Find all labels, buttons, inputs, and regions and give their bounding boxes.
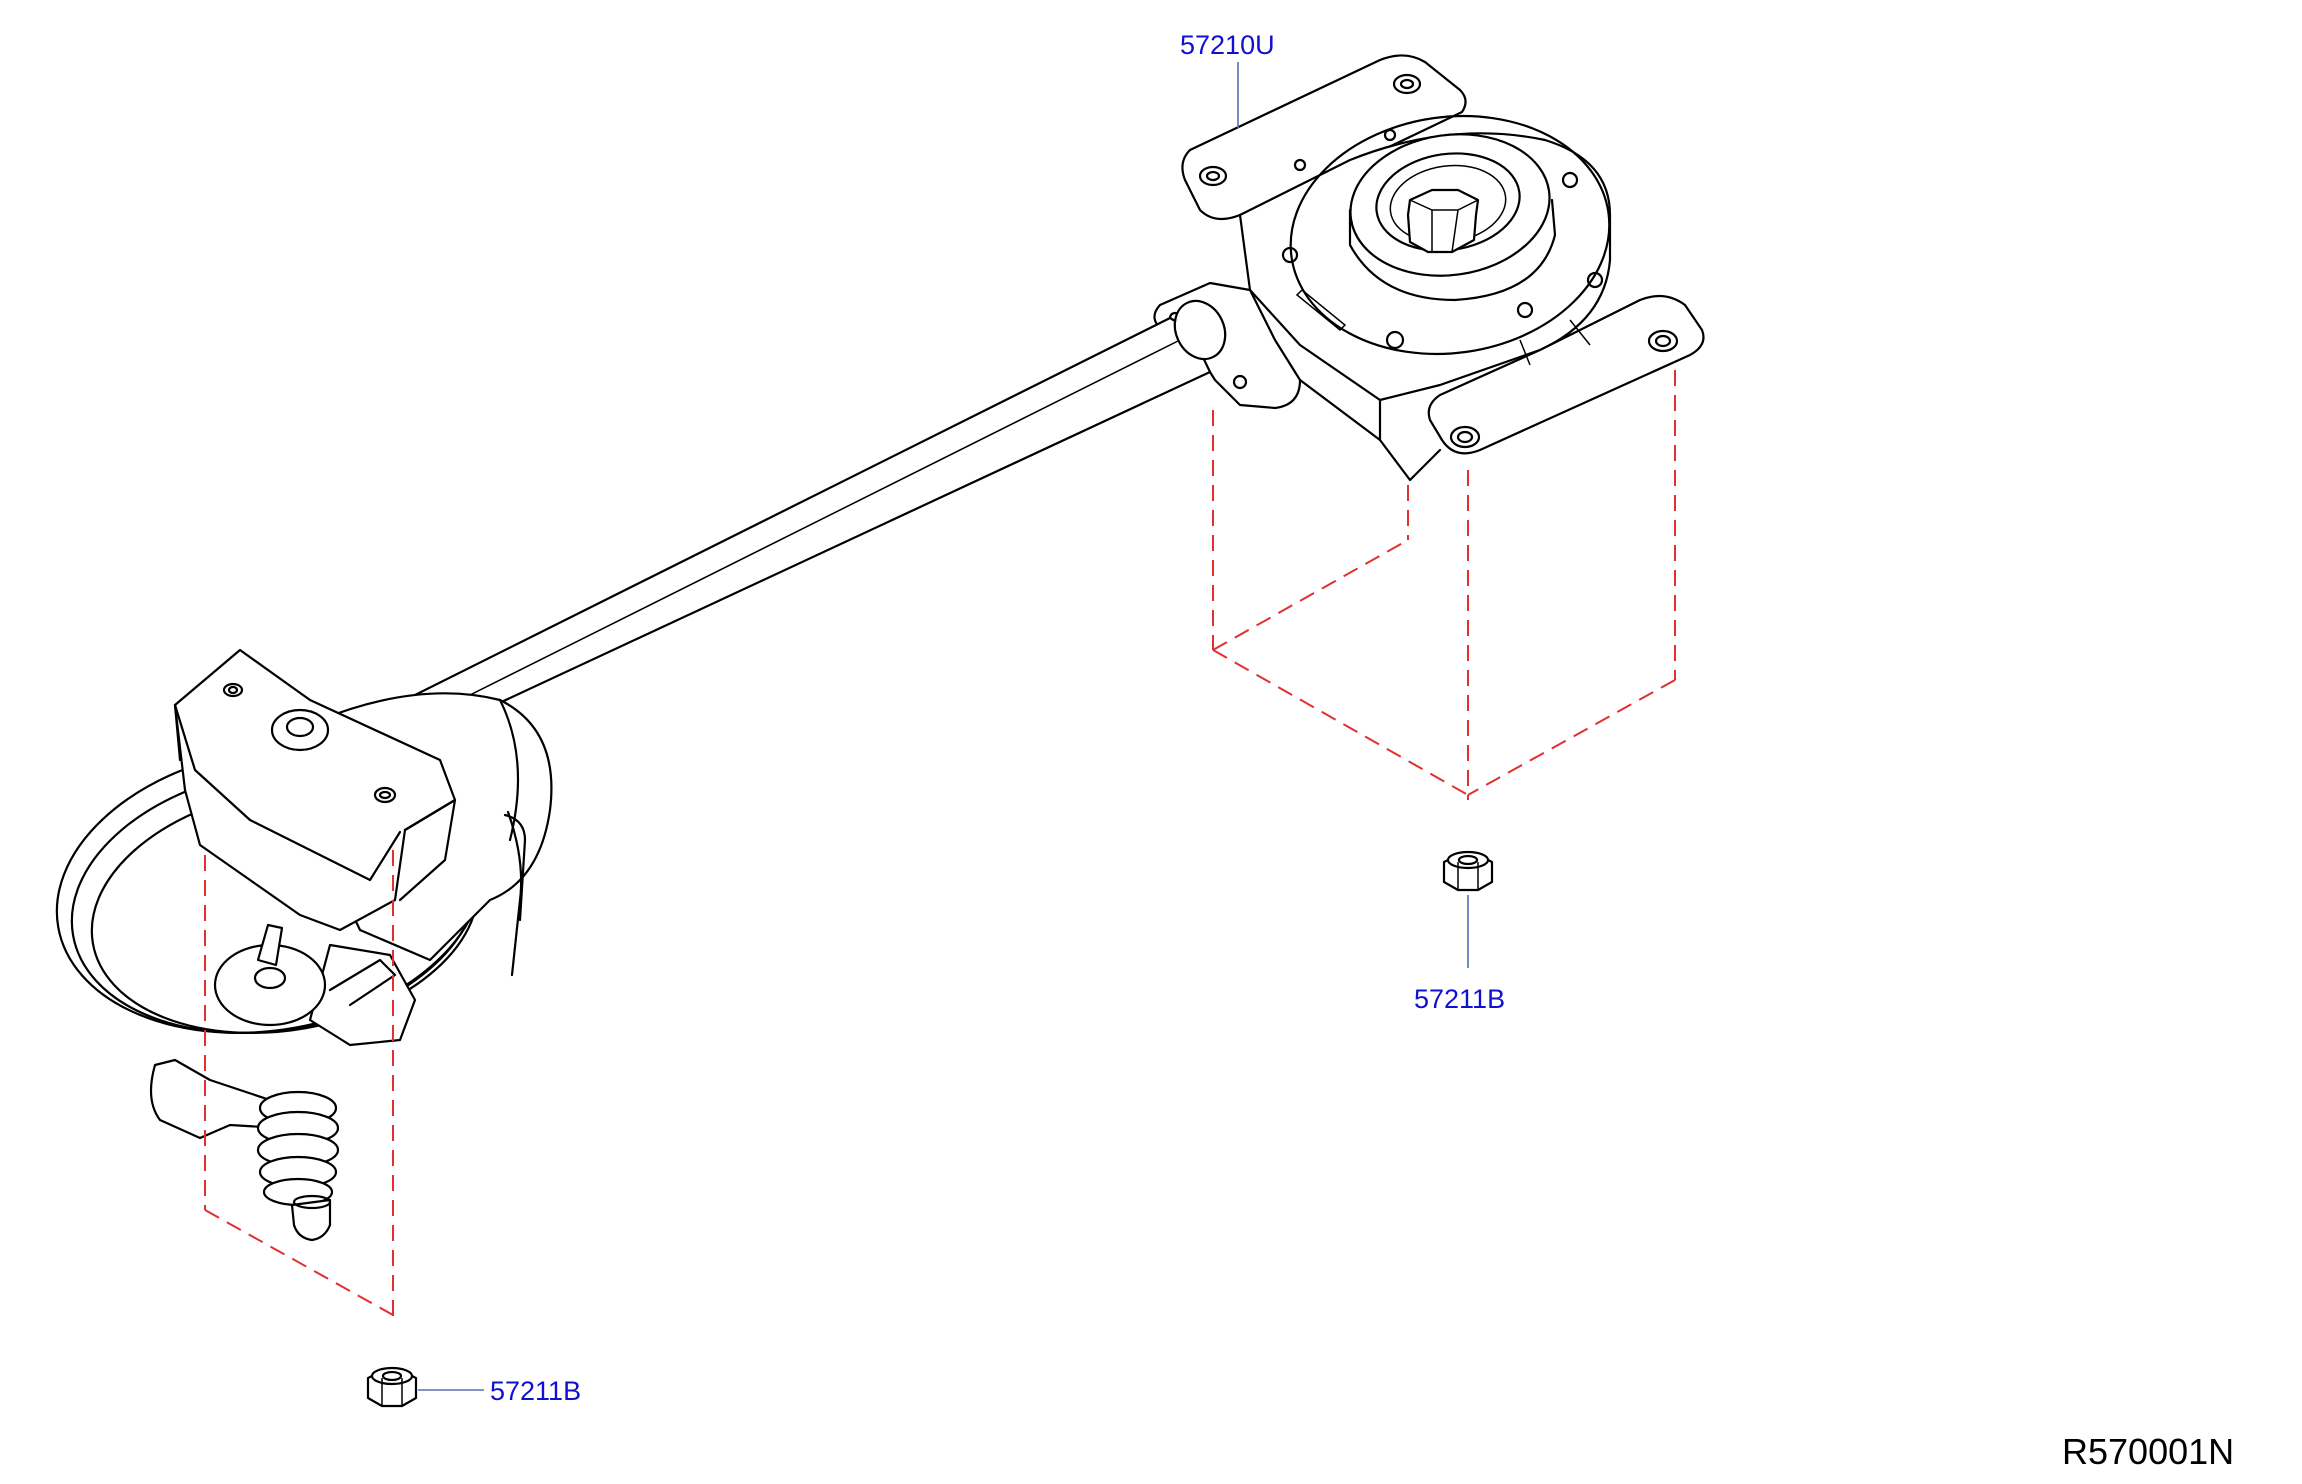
callout-57211B-left: 57211B xyxy=(490,1376,582,1406)
diagram-reference-code: R570001N xyxy=(2062,1431,2235,1472)
callout-57210U: 57210U xyxy=(1180,30,1275,60)
winch-drum-rim xyxy=(1289,114,1611,356)
nut-left xyxy=(366,1366,418,1408)
winch-hex-nut xyxy=(1406,188,1480,254)
leader-lines xyxy=(418,62,1469,1391)
coil-spring xyxy=(256,1090,340,1207)
lower-hanger-assembly xyxy=(55,648,553,1242)
hanger-bracket xyxy=(173,648,457,932)
nut-right xyxy=(1442,850,1494,892)
lift-bolt xyxy=(290,1198,332,1242)
winch-extension-shaft xyxy=(403,299,1227,737)
winch-right-ear xyxy=(1427,294,1705,455)
winch-assembly xyxy=(1153,54,1705,482)
hidden-lines xyxy=(204,370,1676,1320)
callout-57211B-right: 57211B xyxy=(1414,984,1506,1014)
